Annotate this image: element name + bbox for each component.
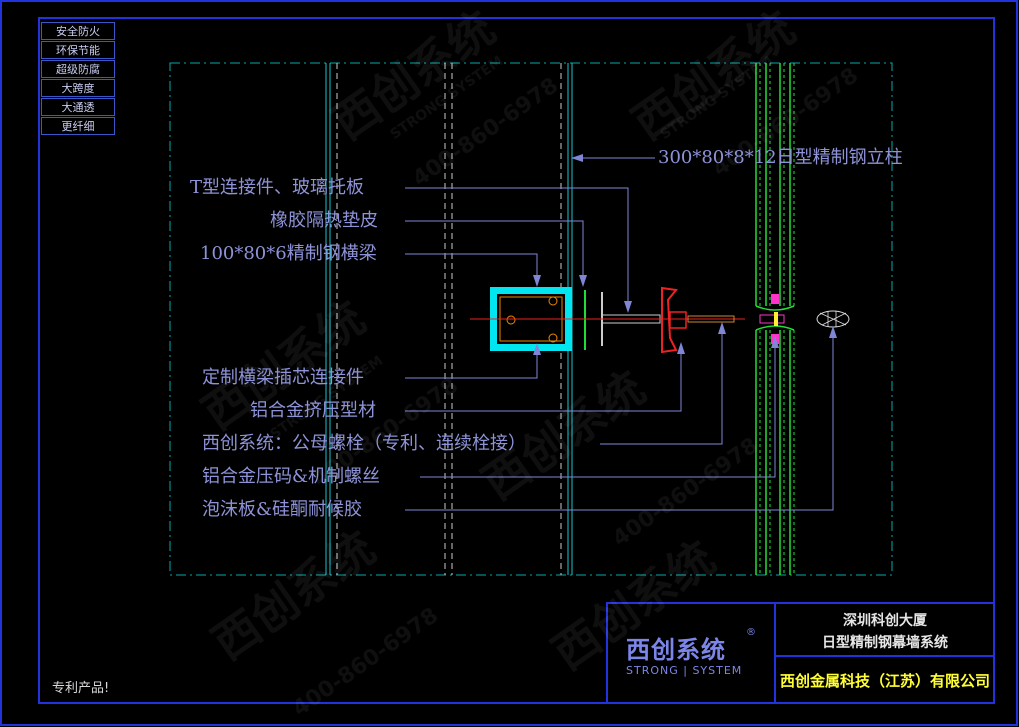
feature-tag: 安全防火 <box>41 22 115 40</box>
glass-panes <box>755 63 795 575</box>
company-name: 西创金属科技（江苏）有限公司 <box>779 672 990 690</box>
title-block <box>606 602 995 704</box>
callout-foam-sealant: 泡沫板&硅酮耐候胶 <box>202 499 363 520</box>
callout-t-connector: T型连接件、玻璃托板 <box>190 177 365 198</box>
company-logo-en: STRONG | SYSTEM <box>626 664 743 677</box>
callout-insert-connector: 定制横梁插芯连接件 <box>202 367 364 388</box>
feature-tag: 超级防腐 <box>41 60 115 78</box>
leader-lines <box>405 157 834 511</box>
logo-registered-mark: ® <box>746 627 756 638</box>
feature-tag: 环保节能 <box>41 41 115 59</box>
feature-tag: 更纤细 <box>41 117 115 135</box>
aluminium-profile <box>661 286 735 354</box>
project-name: 深圳科创大厦 <box>843 613 927 629</box>
callout-column: 300*80*8*12日型精制钢立柱 <box>658 147 903 168</box>
system-name: 日型精制钢幕墙系统 <box>822 635 948 651</box>
inner-frame <box>38 17 995 704</box>
feature-tag: 大跨度 <box>41 79 115 97</box>
callout-beam: 100*80*6精制钢横梁 <box>200 243 377 264</box>
callout-pressure-plate: 铝合金压码&机制螺丝 <box>202 466 381 487</box>
foam-sealant <box>816 310 850 328</box>
callout-rubber-pad: 橡胶隔热垫皮 <box>270 210 378 231</box>
section-boundary <box>169 62 893 576</box>
callout-alu-profile: 铝合金挤压型材 <box>250 400 376 421</box>
company-logo-cn: 西创系统 <box>626 636 726 664</box>
callout-bolt: 西创系统：公母螺栓（专利、连续栓接） <box>202 433 526 454</box>
feature-tag: 大通透 <box>41 98 115 116</box>
patent-note: 专利产品! <box>52 681 110 696</box>
leader-arrows <box>533 154 837 355</box>
